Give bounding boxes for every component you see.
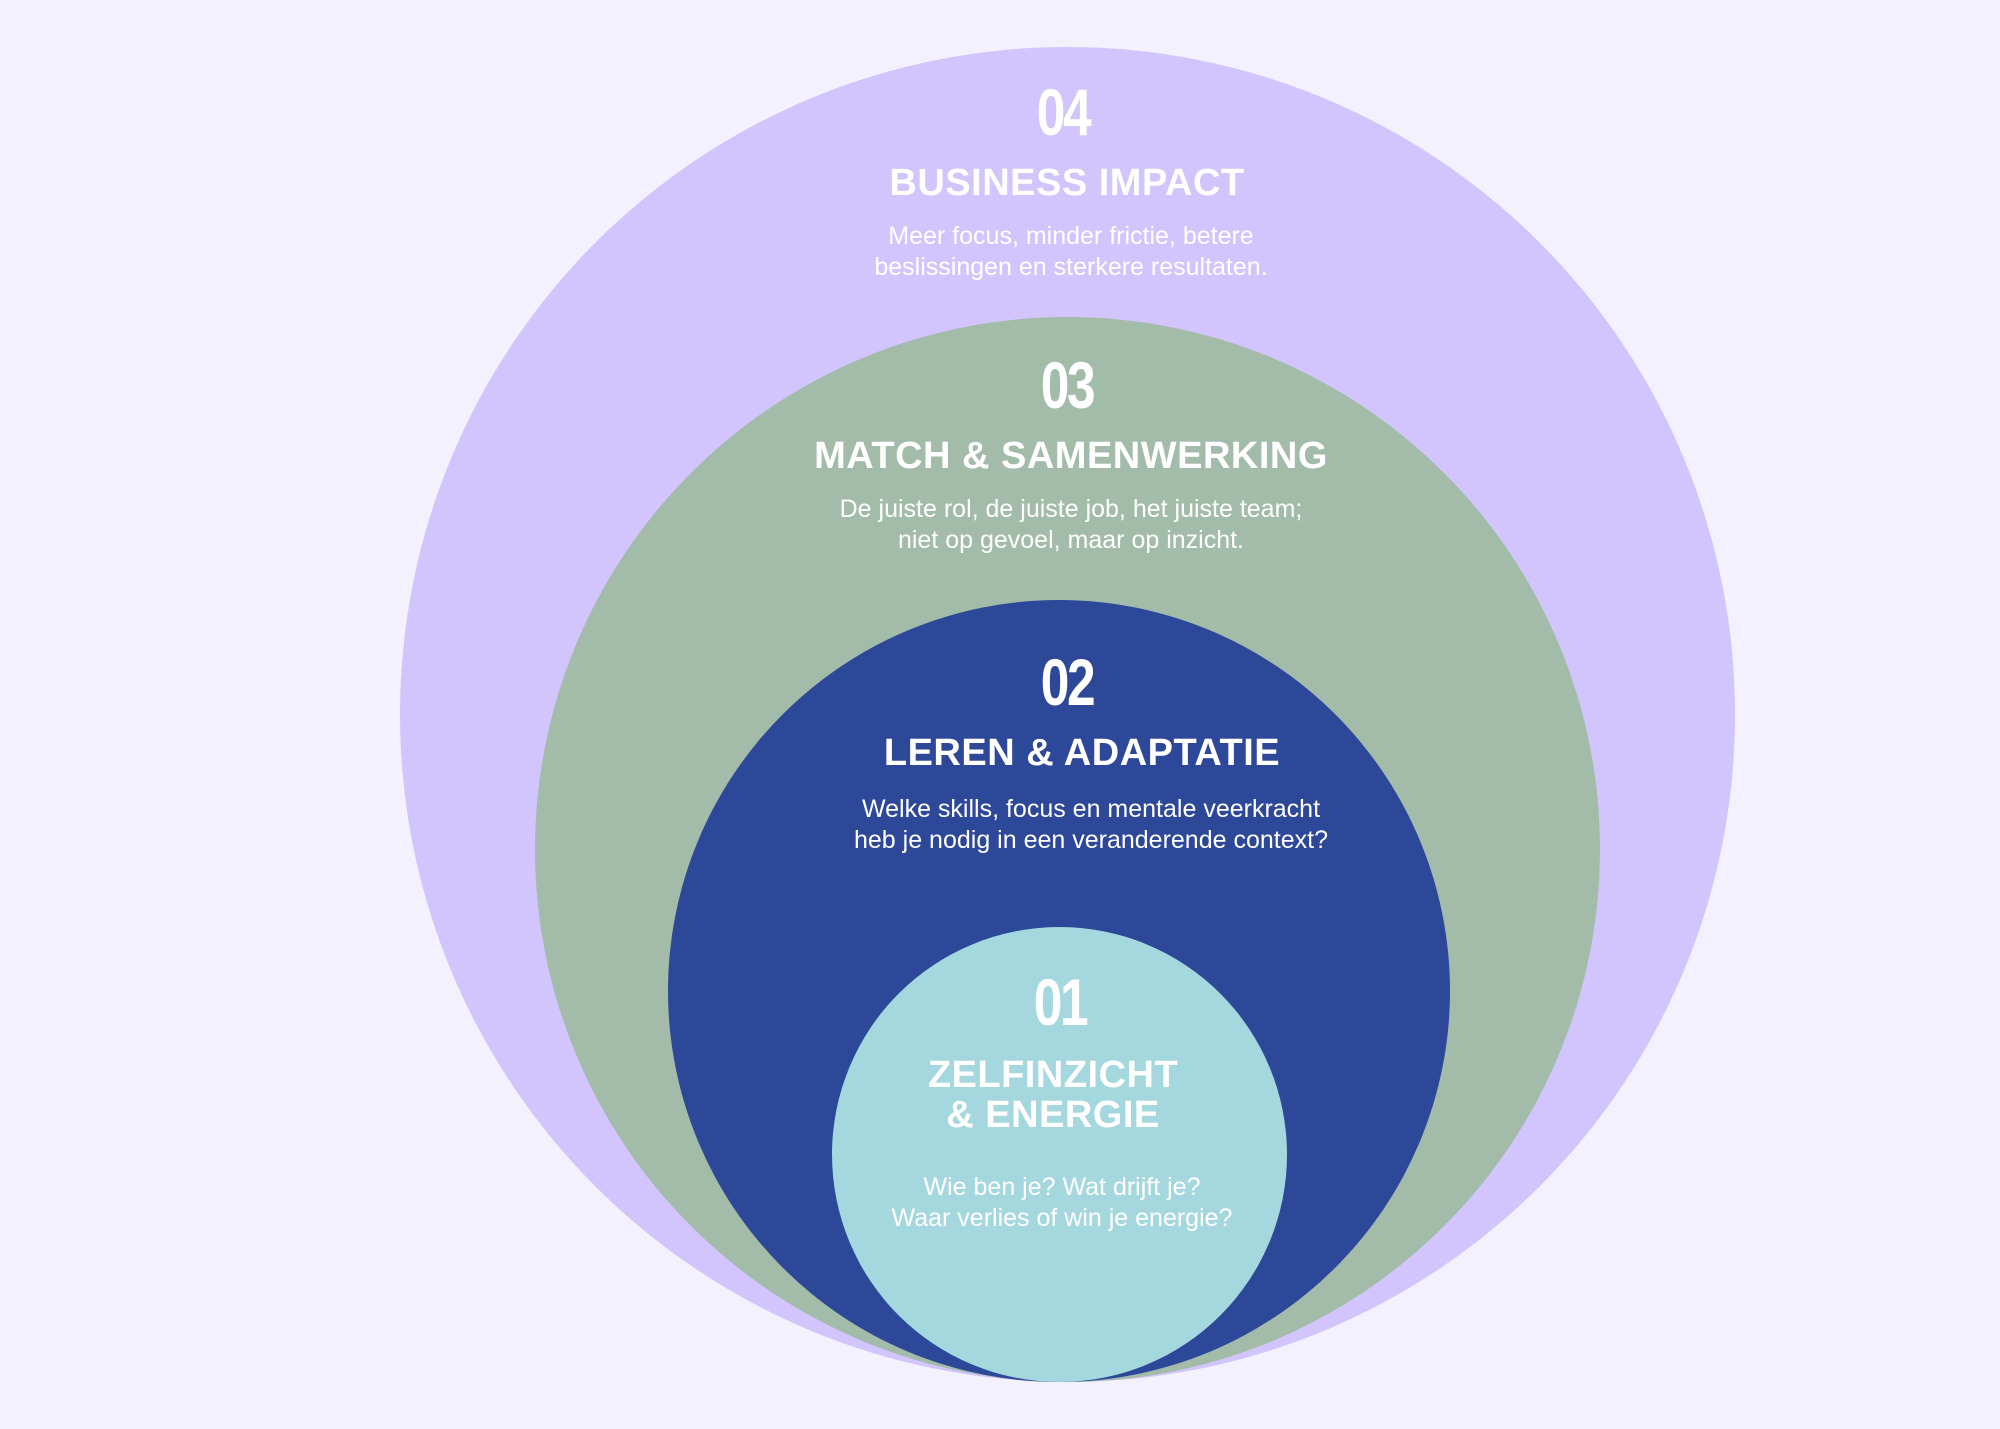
layer-4-title: BUSINESS IMPACT xyxy=(889,162,1245,204)
layer-3-title: MATCH & SAMENWERKING xyxy=(814,435,1328,477)
layer-3-number: 03 xyxy=(1040,348,1096,422)
layer-2-number: 02 xyxy=(1040,645,1096,719)
layer-1-circle xyxy=(832,927,1287,1382)
layer-4-number: 04 xyxy=(1036,75,1092,149)
layer-2-title: LEREN & ADAPTATIE xyxy=(883,732,1281,774)
layer-1-number: 01 xyxy=(1033,965,1089,1039)
layer-1-title: ZELFINZICHT & ENERGIE xyxy=(927,1054,1179,1136)
layer-2-description: Welke skills, focus en mentale veerkrach… xyxy=(854,795,1328,854)
layer-4-description: Meer focus, minder frictie, betere besli… xyxy=(874,222,1268,281)
layer-1-description: Wie ben je? Wat drijft je? Waar verlies … xyxy=(891,1173,1233,1232)
layer-3-description: De juiste rol, de juiste job, het juiste… xyxy=(839,495,1303,554)
